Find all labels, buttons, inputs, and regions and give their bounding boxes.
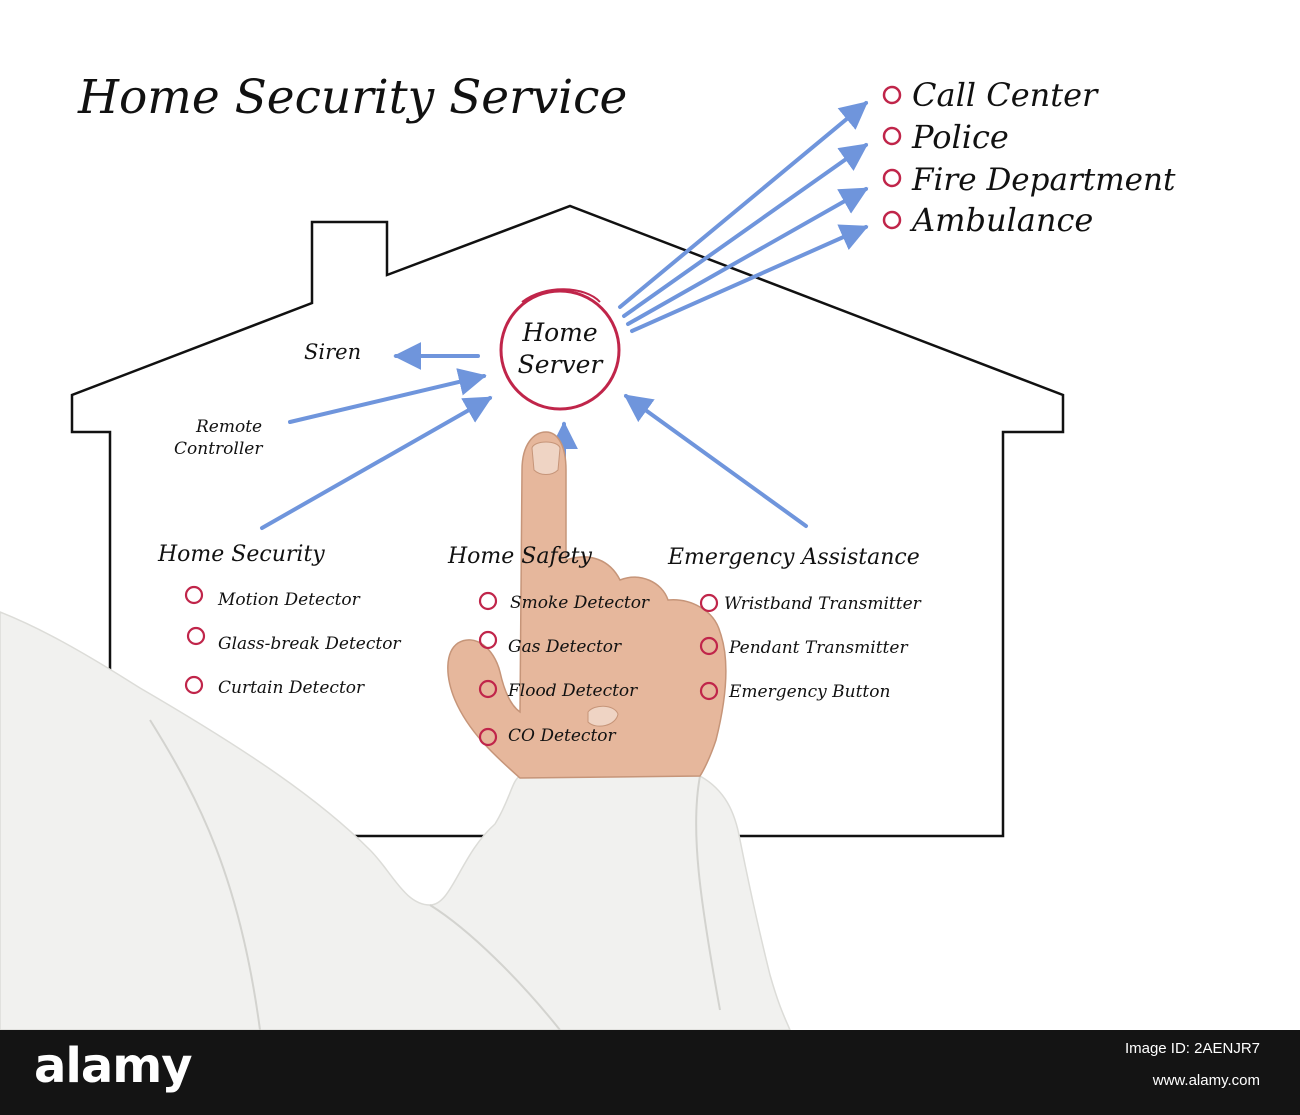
sleeve (0, 611, 791, 1030)
output-police: Police (911, 118, 1009, 156)
bullet-marker (184, 675, 204, 695)
bullet-marker (186, 626, 206, 646)
house-outline (70, 204, 1065, 838)
thumbnail (587, 705, 619, 727)
bullet-marker (184, 585, 204, 605)
list-item: Pendant Transmitter (728, 638, 908, 658)
hub-circle (499, 289, 621, 411)
hub-label-line1: Home (521, 318, 597, 347)
hub-label-line2: Server (518, 350, 605, 379)
bullet-marker (478, 679, 498, 699)
list-item: Smoke Detector (510, 593, 650, 613)
diagram-title: Home Security Service (77, 70, 627, 125)
hub-circle-stroke (521, 288, 601, 303)
sleeve-fold (149, 719, 721, 1030)
group-heading: Home Safety (447, 544, 592, 569)
arrow-to-police (622, 143, 869, 318)
output-call-center: Call Center (912, 76, 1099, 114)
group-home-safety: Home Safety Smoke Detector Gas Detector … (447, 544, 650, 747)
group-heading: Emergency Assistance (667, 545, 920, 570)
bullet-marker (882, 168, 902, 188)
pointing-hand-image (0, 431, 791, 1030)
list-item: Glass-break Detector (218, 634, 401, 654)
list-item: Flood Detector (507, 681, 638, 701)
house-body (70, 204, 1065, 838)
bullet-marker (699, 681, 719, 701)
output-ambulance: Ambulance (909, 201, 1093, 239)
group-emergency-assistance: Emergency Assistance Wristband Transmitt… (667, 545, 922, 702)
group-home-security: Home Security Motion Detector Glass-brea… (157, 542, 401, 698)
bullet-marker (478, 727, 498, 747)
hand (447, 431, 727, 779)
site-url-text: www.alamy.com (1152, 1072, 1260, 1089)
bullet-marker (699, 636, 719, 656)
list-item: Gas Detector (508, 637, 622, 657)
bullet-marker (882, 210, 902, 230)
group-heading: Home Security (157, 542, 325, 567)
diagram-svg: alamy Home Security Service Home Server … (0, 70, 1176, 1030)
bullet-marker (478, 630, 498, 650)
list-item: Curtain Detector (218, 678, 365, 698)
remote-label-line2: Controller (174, 439, 263, 459)
image-id-text: Image ID: 2AENJR7 (1124, 1040, 1260, 1057)
home-server-hub: Home Server (499, 288, 621, 411)
remote-label-line1: Remote (195, 417, 262, 437)
arrow-from-remote (288, 368, 487, 424)
arrow-from-home-security (260, 396, 493, 530)
list-item: Wristband Transmitter (724, 594, 922, 614)
bullet-marker (882, 126, 902, 146)
arrow-from-emergency-assistance (623, 394, 808, 528)
list-item: Emergency Button (728, 682, 890, 702)
arrow-to-ambulance (630, 224, 869, 333)
arrow-to-call-center (618, 101, 869, 309)
siren-label: Siren (304, 340, 361, 364)
outputs-list: Call Center Police Fire Department Ambul… (882, 76, 1176, 239)
fingernail (531, 441, 561, 475)
stock-footer-bar: alamy Image ID: 2AENJR7 www.alamy.com (0, 1030, 1300, 1115)
bullet-marker (699, 593, 719, 613)
output-fire-department: Fire Department (911, 162, 1176, 198)
list-item: Motion Detector (217, 590, 361, 610)
bullet-marker (882, 85, 902, 105)
bullet-marker (478, 591, 498, 611)
alamy-logo: alamy (34, 1038, 193, 1094)
arrow-to-fire-department (626, 187, 869, 326)
list-item: CO Detector (508, 726, 617, 746)
